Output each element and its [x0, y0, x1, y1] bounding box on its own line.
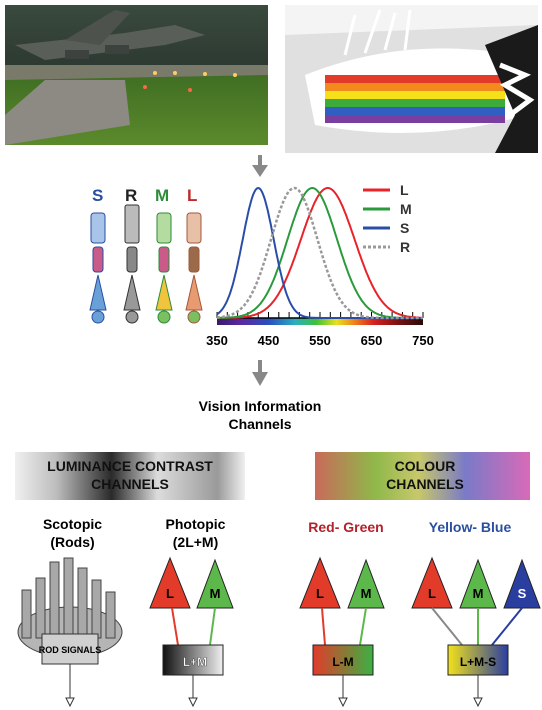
- cell-label-m: M: [155, 186, 170, 205]
- series-line-r: [216, 186, 423, 320]
- cell-labels: S R M L: [85, 186, 210, 208]
- flow-title: Vision Information Channels: [198, 398, 322, 432]
- series-line-s: [216, 186, 423, 319]
- photopic-box-label: L+M: [183, 655, 207, 669]
- down-arrow-icon: [252, 155, 268, 177]
- cone-m-label: M: [210, 586, 221, 601]
- colour-banner-text: COLOUR CHANNELS: [386, 458, 464, 492]
- cone-l-label: L: [316, 586, 324, 601]
- x-tick-label: 350: [206, 333, 228, 348]
- legend-label-m: M: [400, 201, 412, 217]
- series-line-m: [217, 187, 423, 319]
- x-tick-label: 450: [258, 333, 280, 348]
- yellow-blue-channel: [411, 556, 541, 708]
- x-tick-label: 550: [309, 333, 331, 348]
- channels-diagram: ROD SIGNALS L M L+M L M L-M L M S L: [17, 556, 541, 708]
- down-arrow-icon: [252, 360, 268, 386]
- cell-label-l: L: [187, 186, 198, 205]
- cone-l-label: L: [166, 586, 174, 601]
- airfield-night-photo: [5, 5, 268, 145]
- series-line-l: [217, 187, 424, 319]
- red-green-label: Red- Green: [308, 519, 384, 535]
- colour-banner: COLOUR CHANNELS: [315, 452, 530, 500]
- photopic-channel: [149, 556, 234, 708]
- yellow-blue-label: Yellow- Blue: [428, 519, 512, 535]
- legend-label-l: L: [400, 182, 409, 198]
- yellow-blue-box-label: L+M-S: [460, 655, 496, 669]
- rod-box-label: ROD SIGNALS: [39, 645, 102, 655]
- cone-m-label: M: [473, 586, 484, 601]
- red-green-channel: [299, 556, 385, 708]
- legend-label-s: S: [400, 220, 409, 236]
- luminance-banner: LUMINANCE CONTRAST CHANNELS: [15, 452, 245, 500]
- x-tick-label: 650: [361, 333, 383, 348]
- photoreceptor-cells-illustration: [89, 204, 203, 324]
- rod-cluster: [17, 557, 123, 708]
- photopic-label: Photopic (2L+M): [165, 516, 226, 550]
- scotopic-label: Scotopic (Rods): [42, 516, 103, 550]
- x-tick-label: 750: [412, 333, 434, 348]
- cone-s-label: S: [518, 586, 527, 601]
- cell-label-r: R: [125, 186, 138, 205]
- cone-l-label: L: [428, 586, 436, 601]
- cell-label-s: S: [92, 186, 104, 205]
- luminance-banner-text: LUMINANCE CONTRAST CHANNELS: [47, 458, 213, 492]
- cone-m-label: M: [361, 586, 372, 601]
- rainbow-cake-photo: [285, 5, 538, 153]
- legend-label-r: R: [400, 239, 410, 255]
- red-green-box-label: L-M: [332, 655, 353, 669]
- spectrum-bar: [217, 318, 423, 325]
